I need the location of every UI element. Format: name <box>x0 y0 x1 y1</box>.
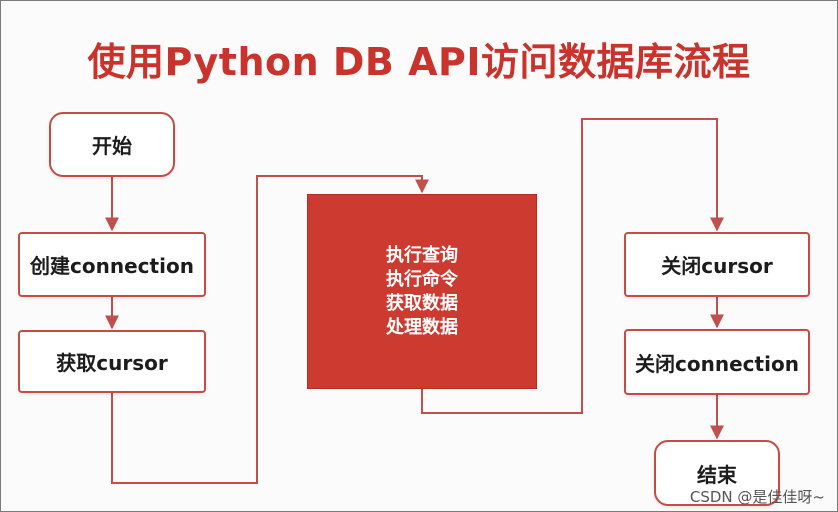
arrow-cursor-to-process <box>111 175 429 484</box>
create-connection-node: 创建connection <box>18 232 206 297</box>
close-cursor-label: 关闭cursor <box>661 254 773 278</box>
start-node: 开始 <box>49 112 175 177</box>
process-line-handle: 处理数据 <box>386 316 458 338</box>
end-node: 结束 <box>654 440 780 506</box>
get-cursor-node: 获取cursor <box>18 330 206 393</box>
arrow-process-to-close-cursor <box>421 118 724 414</box>
process-line-command: 执行命令 <box>386 268 458 290</box>
end-node-label: 结束 <box>697 462 737 487</box>
process-line-fetch: 获取数据 <box>386 292 458 314</box>
diagram-title: 使用Python DB API访问数据库流程 <box>87 40 751 84</box>
close-connection-label: 关闭connection <box>635 351 799 376</box>
process-node: 执行查询 执行命令 获取数据 处理数据 <box>307 194 537 389</box>
close-connection-node: 关闭connection <box>624 329 810 395</box>
process-line-query: 执行查询 <box>386 244 458 266</box>
watermark: CSDN @是佳佳呀~ <box>689 488 825 506</box>
create-connection-label: 创建connection <box>30 254 194 278</box>
get-cursor-label: 获取cursor <box>56 351 168 375</box>
close-cursor-node: 关闭cursor <box>624 232 810 297</box>
start-node-label: 开始 <box>92 134 132 158</box>
